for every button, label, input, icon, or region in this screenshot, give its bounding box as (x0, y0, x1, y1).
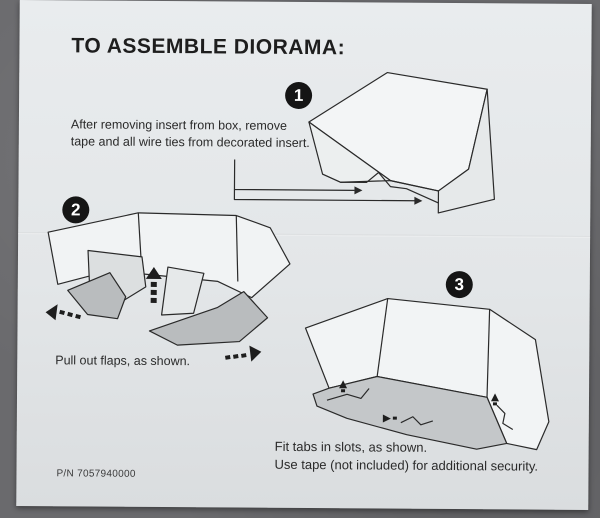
step-1-illustration (233, 71, 495, 214)
step-3-arrow-3 (490, 393, 499, 402)
step-3-floor (312, 375, 508, 450)
step-1-arrow-b (414, 196, 423, 205)
step-3-corner-left (376, 298, 389, 377)
step-2-corner-right (235, 215, 239, 282)
part-number: P/N 7057940000 (56, 468, 136, 480)
step-3-arrow-1 (339, 380, 348, 389)
instruction-sheet: TO ASSEMBLE DIORAMA: 1 After removing in… (16, 0, 592, 510)
step-1-right-wall (437, 88, 495, 214)
step-3-tab-left (326, 388, 370, 401)
step-3-corner-right (486, 309, 491, 398)
step-2-flap-right (148, 290, 269, 346)
step-2-illustration (45, 212, 291, 362)
step-2-arrow-right (224, 345, 262, 362)
step-2-flap-left (67, 272, 127, 320)
step-2-box (47, 212, 291, 299)
step-3-arrow-2 (382, 414, 391, 423)
step-2-arrow-left (45, 304, 81, 321)
step-3-tab-right (496, 404, 514, 430)
step-2-arrow-up (145, 266, 162, 303)
step-1-pointer-b (233, 189, 417, 202)
step-3-tab-mid (400, 416, 434, 426)
step-1-floor-edge (322, 171, 439, 204)
step-3-illustration (304, 297, 550, 451)
step-1-floor-line (390, 180, 439, 192)
step-1-arrow-a (354, 186, 363, 195)
step-2-inner-mid (160, 266, 205, 316)
